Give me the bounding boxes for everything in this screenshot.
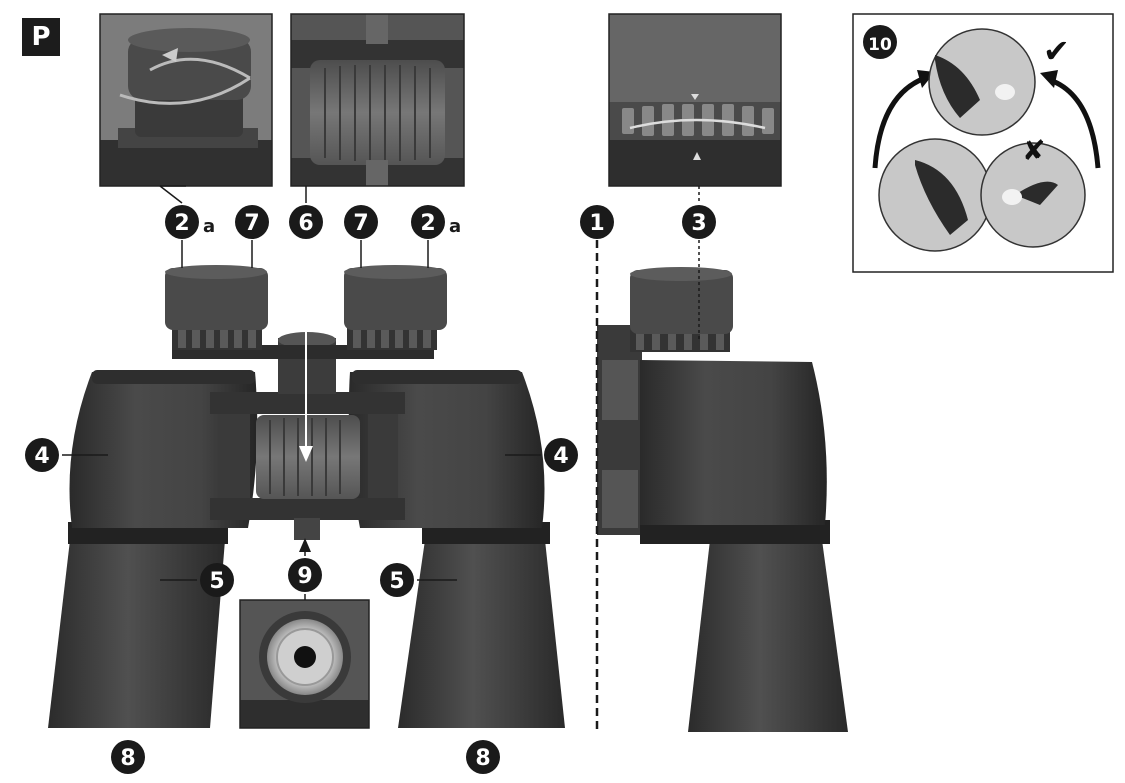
callout-number: 8	[475, 746, 490, 771]
callout-c7-left: 7	[235, 205, 269, 239]
callout-number: 9	[297, 564, 312, 589]
inset-tripod-socket	[240, 600, 369, 728]
callout-circle	[580, 205, 614, 239]
callout-circle	[200, 563, 234, 597]
callout-circle	[863, 25, 897, 59]
callout-number: 5	[209, 569, 224, 594]
callout-c4-right: 4	[544, 438, 578, 472]
callout-suffix: a	[203, 216, 215, 237]
callout-number: 5	[389, 569, 404, 594]
callout-circle	[466, 740, 500, 774]
binoculars-side-view	[597, 267, 848, 732]
eyecup-right	[344, 268, 447, 330]
callout-circle	[682, 205, 716, 239]
callout-c9: 9	[288, 558, 322, 592]
callout-circle	[288, 558, 322, 592]
cross-mark: ✘	[1022, 134, 1045, 167]
callout-c5-left: 5	[200, 563, 234, 597]
objective-barrel-left	[48, 540, 225, 728]
callout-c8-left: 8	[111, 740, 145, 774]
callout-circle	[235, 205, 269, 239]
callout-number: 4	[34, 444, 49, 469]
callout-c8-right: 8	[466, 740, 500, 774]
callout-circle	[544, 438, 578, 472]
eyecup-left	[165, 268, 268, 330]
inset-diopter-ring	[609, 14, 781, 186]
callout-number: 6	[298, 211, 313, 236]
callout-c1: 1	[580, 205, 614, 239]
callout-number: 7	[353, 211, 368, 236]
leader-lines	[62, 185, 541, 600]
panel-letter: P	[22, 18, 60, 56]
callout-number: 10	[868, 35, 892, 55]
callout-c4-left: 4	[25, 438, 59, 472]
callout-number: 3	[691, 211, 706, 236]
objective-barrel-right	[398, 540, 565, 728]
callout-circle	[165, 205, 199, 239]
callout-circle	[380, 563, 414, 597]
callout-number: 8	[120, 746, 135, 771]
callout-number: 4	[553, 444, 568, 469]
check-mark: ✔	[1043, 32, 1070, 70]
callout-number: 7	[244, 211, 259, 236]
callout-c5-right: 5	[380, 563, 414, 597]
callout-circle	[344, 205, 378, 239]
inset-focus-wheel	[291, 14, 464, 186]
callout-circle	[25, 438, 59, 472]
callout-c3: 3	[682, 205, 716, 239]
callout-circle	[111, 740, 145, 774]
callout-circle	[411, 205, 445, 239]
callout-c7-right: 7	[344, 205, 378, 239]
callout-c10: 10	[863, 25, 897, 59]
callout-number: 1	[589, 211, 604, 236]
callout-number: 2	[420, 211, 435, 236]
callout-suffix: a	[449, 216, 461, 237]
callout-circle	[289, 205, 323, 239]
inset-eyepiece-rotation	[100, 14, 272, 186]
callout-number: 2	[174, 211, 189, 236]
inset-image-alignment	[852, 13, 1114, 273]
callout-c6: 6	[289, 205, 323, 239]
